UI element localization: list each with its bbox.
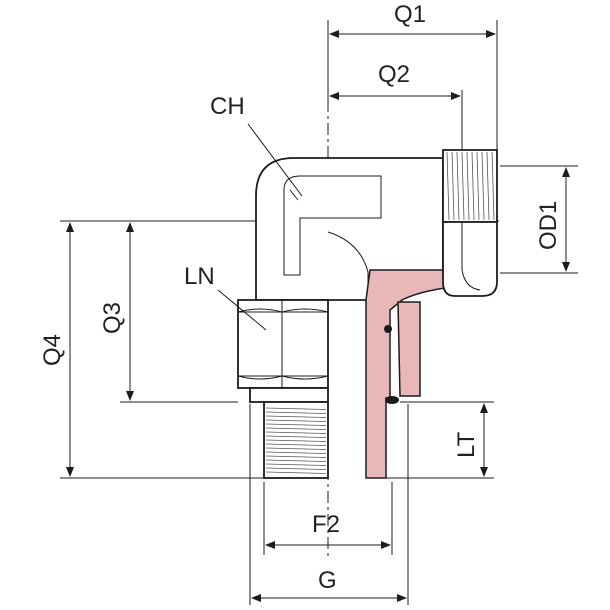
thread-line	[265, 419, 327, 422]
thread-line	[265, 455, 327, 458]
thread-line	[481, 151, 485, 221]
label-ln: LN	[184, 263, 215, 290]
leader-lines	[217, 123, 303, 331]
thread-line	[265, 467, 327, 470]
thread-line	[265, 407, 327, 410]
thread-line	[446, 151, 450, 221]
thread-line	[265, 471, 327, 474]
thread-line	[451, 151, 455, 221]
thread-line	[265, 443, 327, 446]
label-od1: OD1	[535, 201, 562, 250]
right-stud	[442, 149, 498, 297]
dimension-lines	[66, 30, 570, 602]
label-f2: F2	[312, 511, 340, 538]
label-lt: LT	[453, 431, 480, 458]
thread-line	[265, 415, 327, 418]
label-g: G	[318, 567, 337, 594]
thread-line	[461, 151, 465, 221]
thread-line	[265, 423, 327, 426]
thread-line	[456, 151, 460, 221]
thread-line	[486, 151, 490, 221]
label-q3: Q3	[99, 302, 126, 334]
label-ch: CH	[210, 93, 245, 120]
thread-line	[265, 439, 327, 442]
sectioned-half	[365, 269, 446, 479]
thread-line	[471, 151, 475, 221]
extension-lines	[60, 20, 578, 605]
o-ring-lower-icon	[385, 396, 399, 404]
thread-line	[476, 151, 480, 221]
label-q2: Q2	[378, 61, 410, 88]
leader-ch	[247, 123, 303, 197]
dimension-labels: Q1 Q2 CH OD1 LN Q3 Q4 LT F2 G	[39, 1, 562, 594]
hex-nut	[237, 299, 329, 403]
thread-line	[466, 151, 470, 221]
thread-line	[491, 151, 495, 221]
bottom-stud	[263, 401, 329, 479]
thread-line	[265, 459, 327, 462]
thread-line	[265, 431, 327, 434]
thread-line	[265, 451, 327, 454]
thread-line	[265, 435, 327, 438]
thread-line	[265, 411, 327, 414]
leader-ln	[217, 289, 267, 331]
label-q4: Q4	[39, 334, 66, 366]
o-ring-upper-icon	[384, 325, 392, 333]
thread-line	[265, 427, 327, 430]
thread-line	[265, 463, 327, 466]
thread-line	[265, 447, 327, 450]
label-q1: Q1	[394, 1, 426, 28]
